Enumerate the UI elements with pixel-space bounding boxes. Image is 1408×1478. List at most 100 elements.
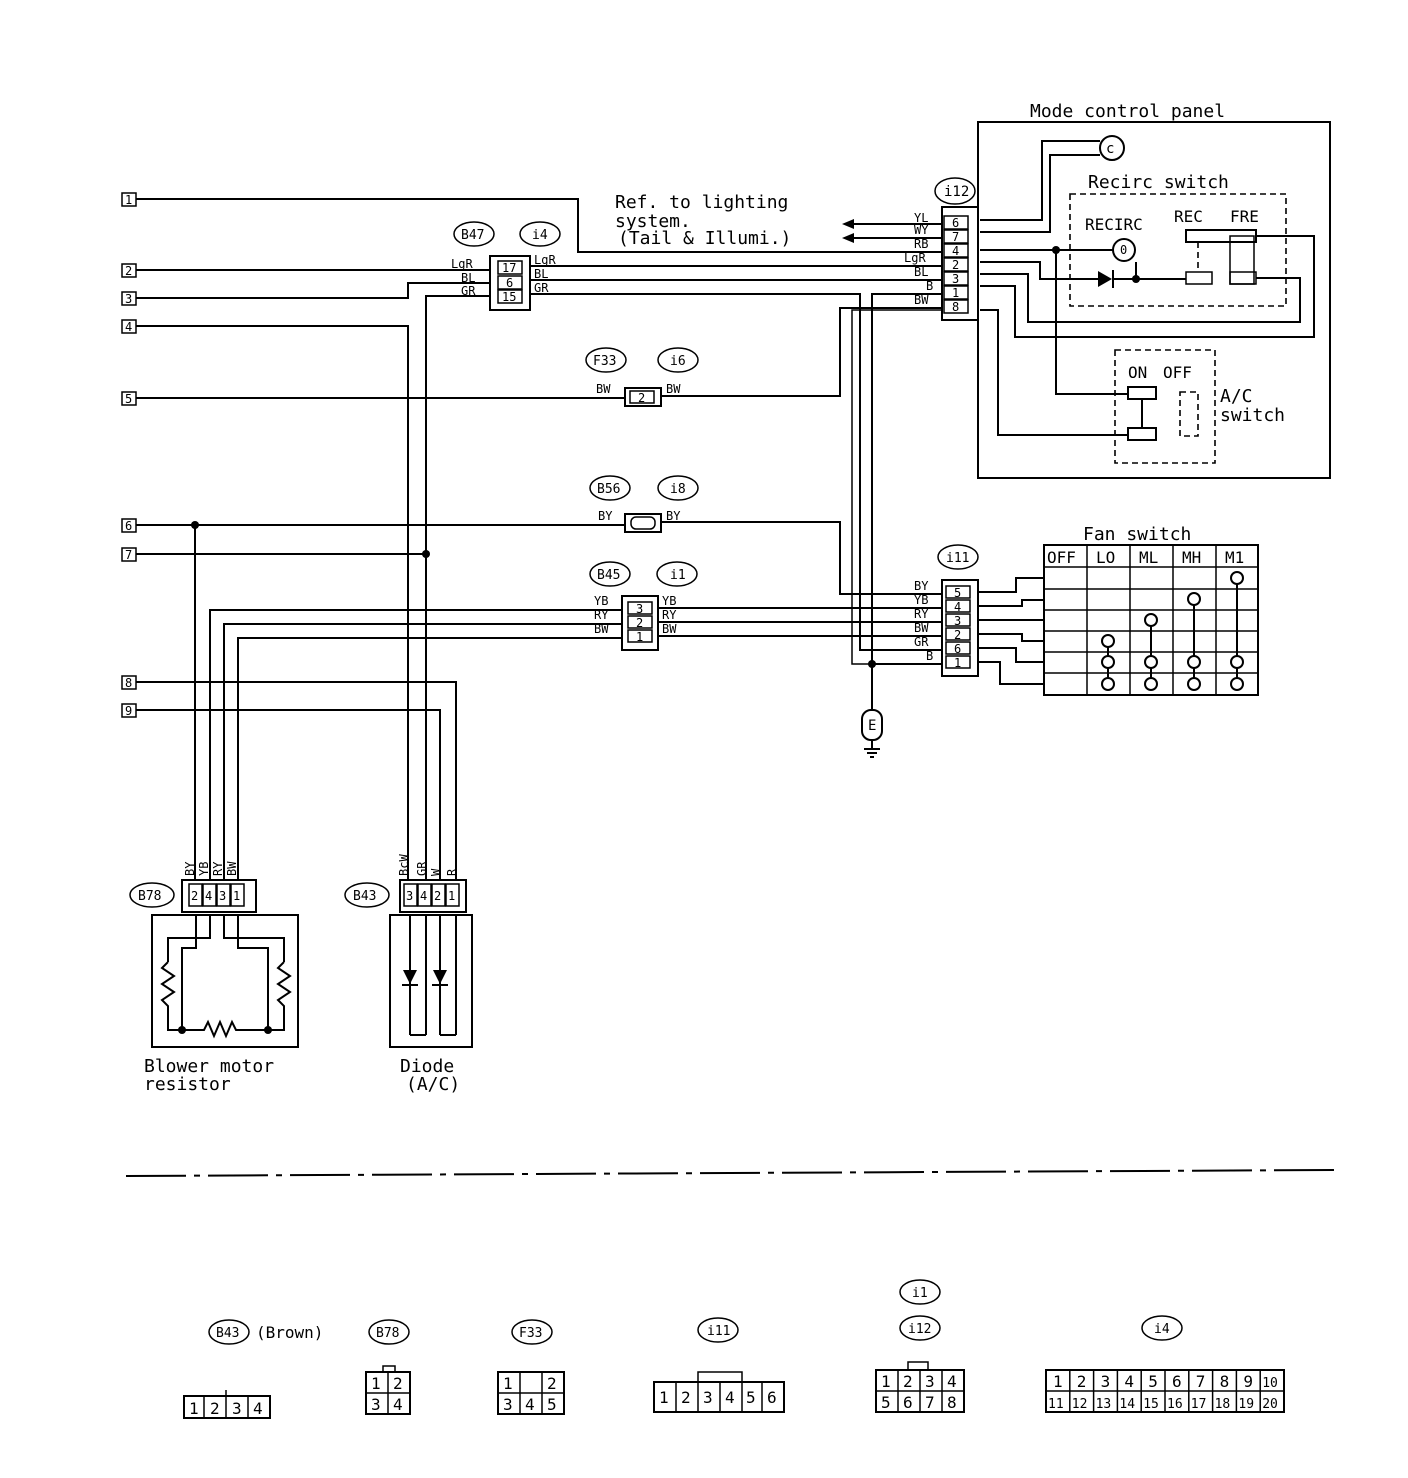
legend-i4-pin: 9 bbox=[1243, 1372, 1253, 1391]
wire-color-ry: RY bbox=[662, 608, 677, 622]
legend-b78-pin: 4 bbox=[393, 1395, 403, 1414]
connector-i8-label: i8 bbox=[670, 482, 686, 497]
connector-i1-tag bbox=[656, 561, 698, 587]
recirc-indicator-symbol: c bbox=[1106, 141, 1114, 157]
legend-i11-pin: 1 bbox=[659, 1388, 669, 1407]
wire-bw-resistor bbox=[237, 637, 622, 880]
recirc-switch-title: Recirc switch bbox=[1088, 172, 1229, 193]
junction-dot bbox=[422, 550, 430, 558]
i11-pin bbox=[945, 627, 971, 641]
b78-wire-label-4: BW bbox=[225, 861, 239, 876]
wire-color-lgr: LgR bbox=[904, 251, 926, 265]
connector-b47-label: B47 bbox=[461, 228, 484, 243]
mode-control-panel-title: Mode control panel bbox=[1030, 101, 1225, 122]
legend-i12-pin: 4 bbox=[947, 1372, 957, 1391]
wire-color-bw: BW bbox=[666, 382, 681, 396]
b78-pin-group: 2 4 3 1 bbox=[188, 883, 245, 907]
legend-i4-pin: 15 bbox=[1143, 1397, 1159, 1412]
resistor-zigzag-bottom bbox=[182, 1019, 268, 1039]
fan-contact bbox=[1187, 655, 1201, 669]
legend-i11-pin: 2 bbox=[681, 1388, 691, 1407]
wire-color-b: B bbox=[926, 279, 933, 293]
svg-text:BY: BY bbox=[183, 861, 197, 876]
svg-text:W: W bbox=[429, 868, 443, 876]
fan-contact bbox=[1144, 677, 1158, 691]
wire-ac-top bbox=[1055, 250, 1128, 395]
fan-switch-table bbox=[1043, 544, 1259, 696]
wire-fan-5 bbox=[978, 647, 1044, 663]
legend-i12-pin: 6 bbox=[903, 1393, 913, 1412]
wire-1 bbox=[136, 198, 942, 253]
wire-color-lgr: LgR bbox=[534, 253, 556, 267]
fan-contact bbox=[1230, 677, 1244, 691]
terminal-label: 9 bbox=[125, 704, 132, 718]
b43-pin-number: 2 bbox=[434, 889, 441, 903]
b78-pin-number: 2 bbox=[191, 889, 198, 903]
wire-color-by: BY bbox=[598, 509, 613, 523]
recirc-fre-contact bbox=[1229, 235, 1255, 285]
legend-i11-pin: 5 bbox=[746, 1388, 756, 1407]
legend-i4-pin: 18 bbox=[1215, 1397, 1231, 1412]
wire-color-bl: BL bbox=[914, 265, 928, 279]
terminal-group: 1 2 3 4 5 6 7 8 9 bbox=[121, 192, 137, 718]
i4-pin bbox=[497, 275, 523, 290]
connector-f33-label: F33 bbox=[593, 354, 616, 369]
legend-i12-pin: 8 bbox=[947, 1393, 957, 1412]
b56-pin bbox=[630, 516, 656, 530]
legend-i12-pin: 5 bbox=[881, 1393, 891, 1412]
i4-pin-number: 6 bbox=[506, 276, 513, 290]
ac-switch-label-2: switch bbox=[1220, 405, 1285, 426]
connector-i12-tag bbox=[934, 177, 976, 205]
f33-pin-number: 2 bbox=[638, 391, 645, 405]
legend-b43-pin: 4 bbox=[253, 1399, 263, 1418]
wire-color-ry: RY bbox=[594, 608, 609, 622]
legend-i4-pin: 12 bbox=[1072, 1397, 1088, 1412]
svg-text:YB: YB bbox=[197, 862, 211, 876]
b43-wire-label-3: W bbox=[429, 868, 443, 876]
wire-gr-fan bbox=[530, 293, 942, 651]
wire-color-gr: GR bbox=[914, 635, 929, 649]
ground-e-label: E bbox=[868, 718, 876, 734]
legend-i4-pin: 13 bbox=[1096, 1397, 1112, 1412]
b43-pin bbox=[417, 883, 432, 907]
wire-color-rb: RB bbox=[914, 237, 928, 251]
i11-pin bbox=[945, 655, 971, 669]
connector-b47-tag bbox=[453, 221, 495, 247]
legend-b43-pin: 2 bbox=[210, 1399, 220, 1418]
legend-f33-tag bbox=[511, 1319, 553, 1345]
ac-on-contact-top bbox=[1127, 386, 1157, 400]
legend-f33-pin: 3 bbox=[503, 1395, 513, 1414]
legend-i11-pin: 6 bbox=[767, 1388, 777, 1407]
legend-i11-label: i11 bbox=[707, 1324, 730, 1339]
wire-color-bw: BW bbox=[914, 621, 929, 635]
legend-b43-connector: 1 2 3 4 bbox=[183, 1390, 271, 1419]
connector-b56-label: B56 bbox=[597, 482, 620, 497]
resistor-zigzag-left bbox=[160, 961, 182, 1031]
diode-icon bbox=[403, 970, 417, 984]
wire-color-yl: YL bbox=[914, 211, 928, 225]
i12-pin bbox=[943, 257, 969, 272]
b78-pin bbox=[230, 883, 245, 907]
legend-b43-label: B43 bbox=[216, 1326, 239, 1341]
legend-b43-body bbox=[183, 1395, 271, 1419]
connector-b43-tag bbox=[344, 882, 390, 908]
connector-b78-label: B78 bbox=[138, 889, 161, 904]
i12-pin bbox=[943, 229, 969, 244]
lighting-ref-line1: Ref. to lighting bbox=[615, 192, 788, 213]
legend-i4-pin: 5 bbox=[1148, 1372, 1158, 1391]
i12-pin bbox=[943, 285, 969, 300]
recirc-indicator-circle bbox=[1099, 135, 1125, 161]
wire-color-by: BY bbox=[666, 509, 681, 523]
legend-i11-body bbox=[653, 1381, 785, 1413]
svg-text:BW: BW bbox=[225, 861, 239, 876]
i11-pin-number: 2 bbox=[954, 628, 961, 642]
legend-i11-key bbox=[697, 1371, 743, 1383]
terminal-label: 8 bbox=[125, 676, 132, 690]
ac-on-contact-bottom bbox=[1127, 427, 1157, 441]
legend-i4-pin: 7 bbox=[1196, 1372, 1206, 1391]
resistor-zigzag-right bbox=[268, 961, 292, 1031]
ac-switch-box bbox=[1114, 349, 1216, 464]
connector-i6-label: i6 bbox=[670, 354, 686, 369]
b78-pin bbox=[202, 883, 217, 907]
b43-pin bbox=[431, 883, 446, 907]
